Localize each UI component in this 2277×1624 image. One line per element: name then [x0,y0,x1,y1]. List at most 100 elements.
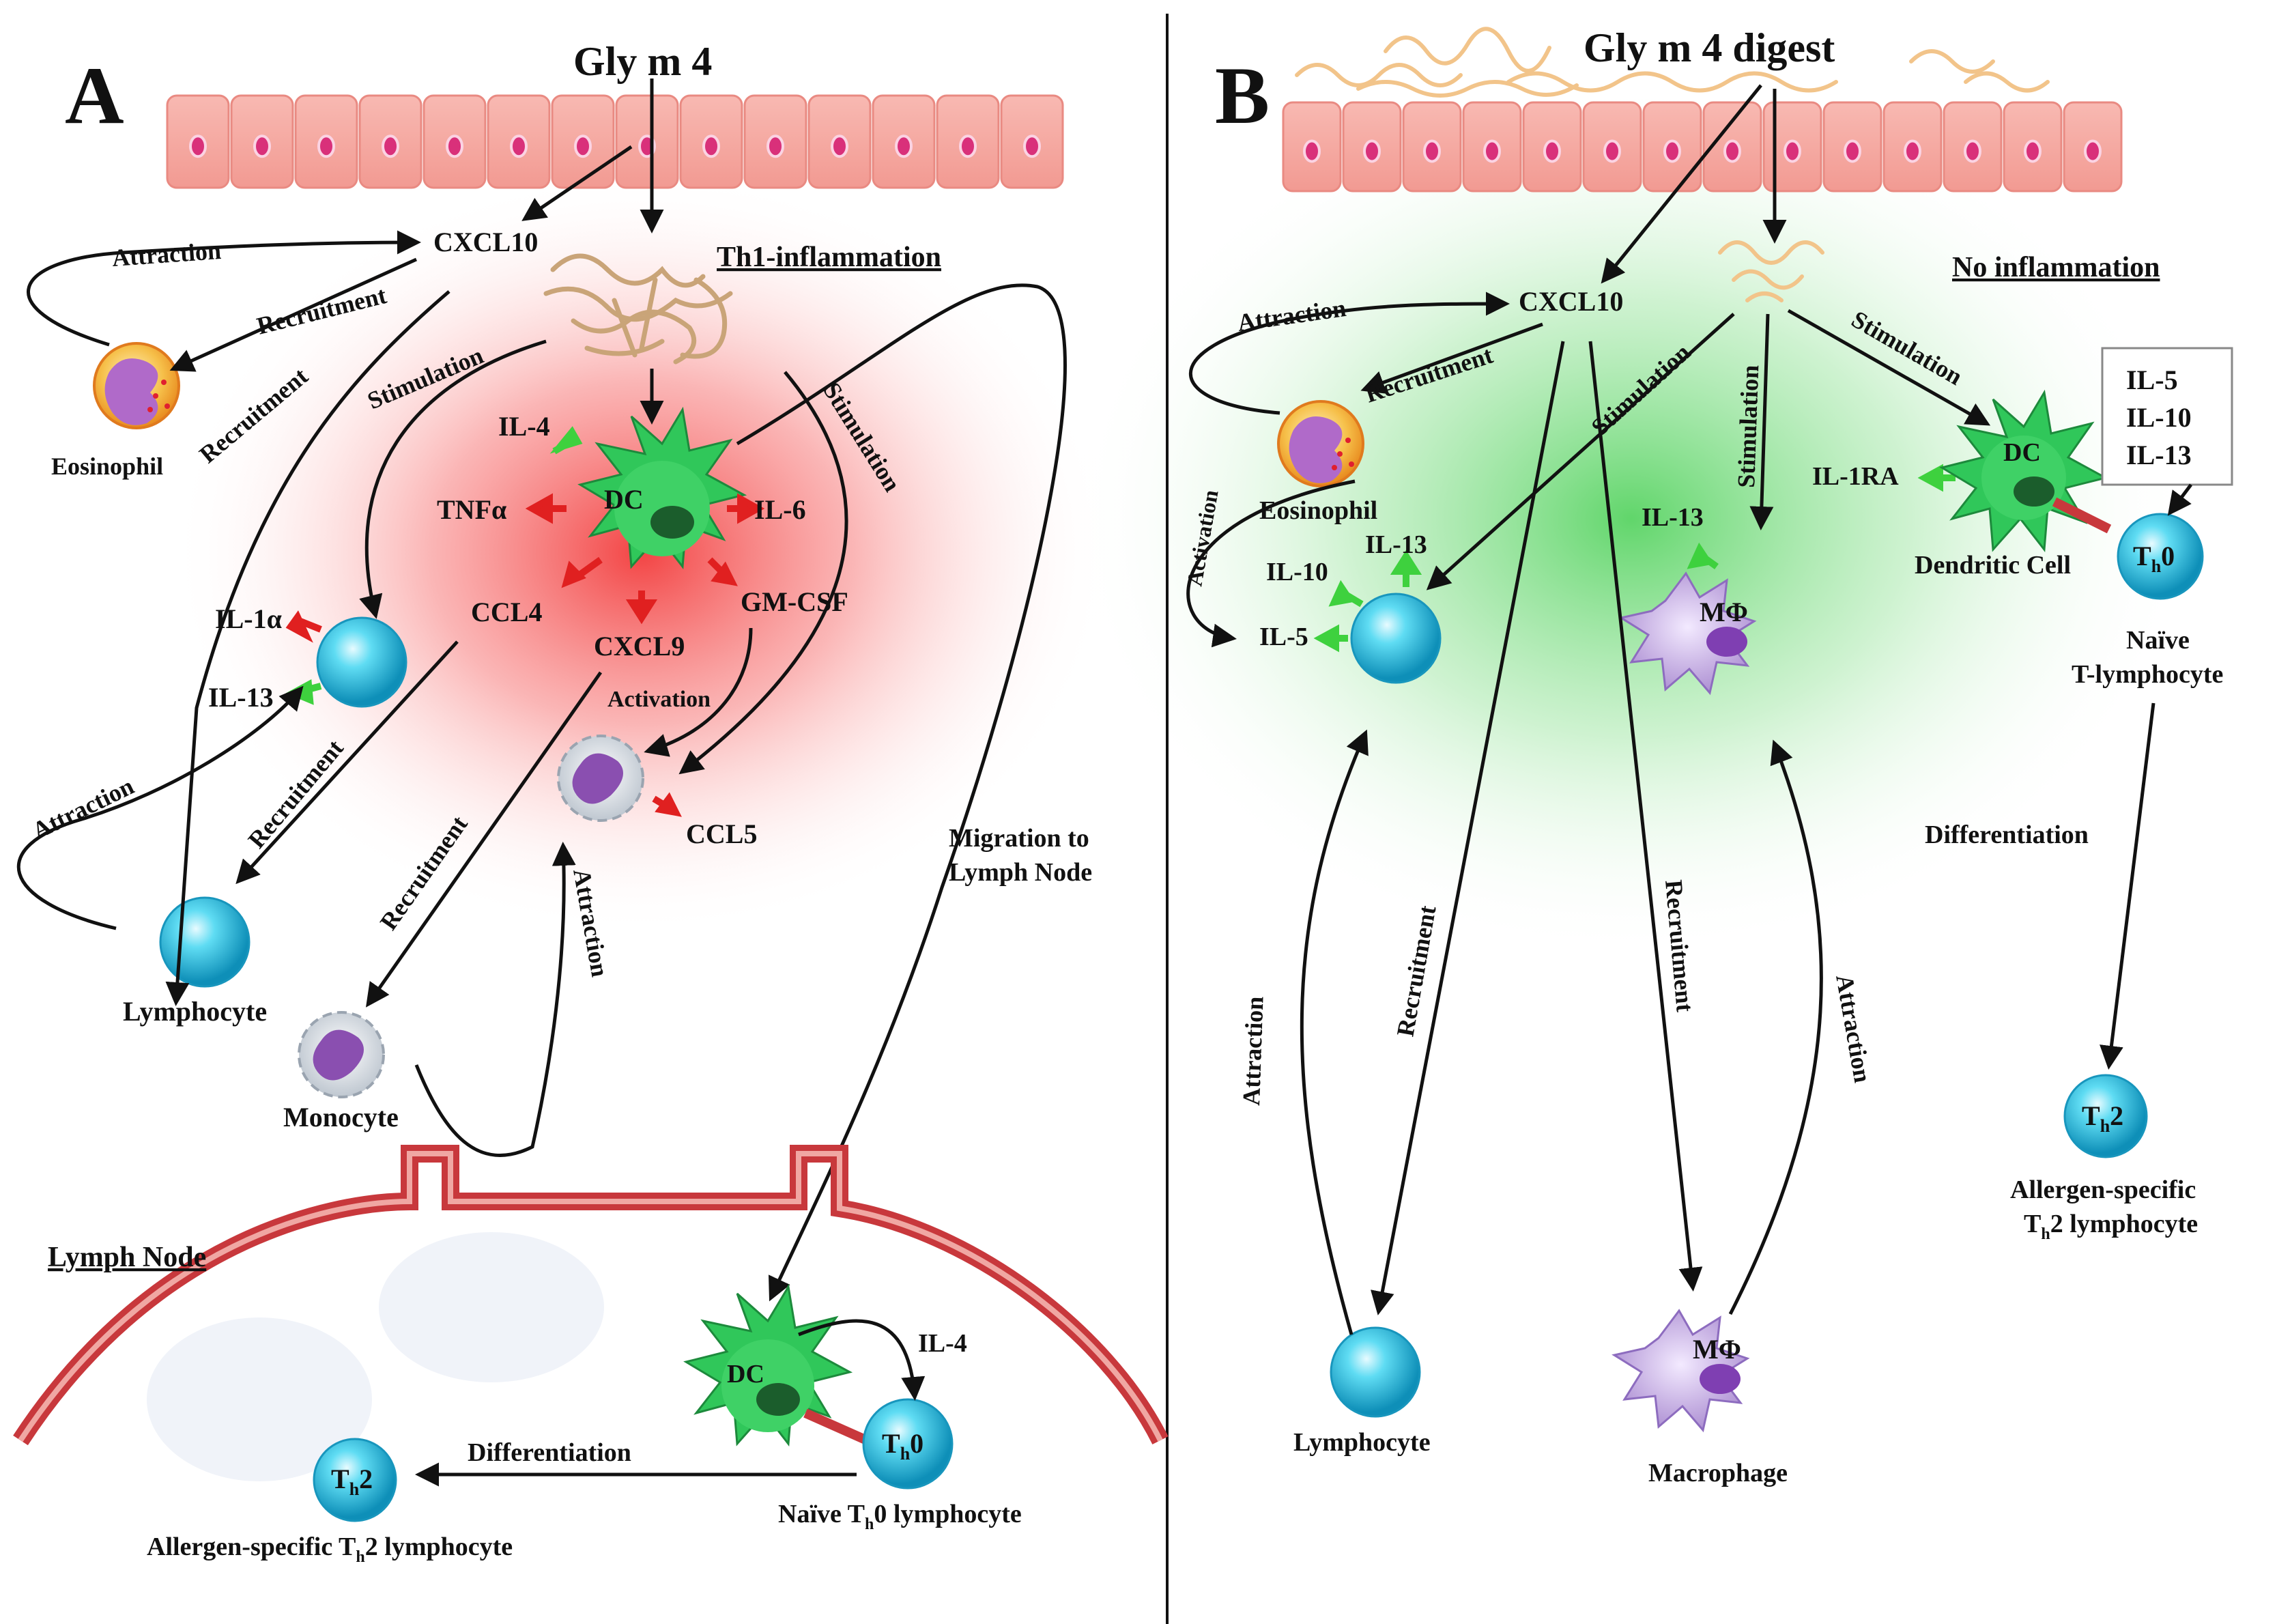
peptide-fragments-icon [1295,27,2050,302]
eosinophil-label: Eosinophil [1259,496,1377,525]
cell-nucleus [1483,139,1501,163]
il1ra-label: IL-1RA [1812,462,1899,491]
cytokine-box-item: IL-10 [2126,402,2192,433]
il13-label: IL-13 [208,682,274,713]
lymphocyte-label: Lymphocyte [123,996,267,1027]
il13-label: IL-13 [1365,530,1427,559]
cell-nucleus [1723,139,1741,163]
cell-nucleus [2084,139,2102,163]
cytokine-box-item: IL-13 [2126,440,2192,470]
panel-b: B Gly m 4 digest No inflammation CXCL10 … [1182,25,2233,1487]
attraction-label: Attraction [1237,996,1269,1106]
dc-label: DC [604,484,644,515]
attraction-label: Attraction [28,772,138,844]
lymph-node [13,1145,1169,1481]
epithelium-layer [166,94,1064,189]
cell-nucleus [959,134,977,158]
macrophage-cell-icon [1612,1309,1750,1433]
ccl4-label: CCL4 [471,597,542,627]
lymphocyte-label: Lymphocyte [1293,1428,1431,1457]
activation-label: Activation [607,687,711,712]
panel-b-arrows [1186,84,2192,1335]
panel-a-title: Gly m 4 [573,39,712,84]
cell-nucleus [895,134,913,158]
cxcl10-label: CXCL10 [433,227,538,257]
attraction-label: Attraction [111,237,222,272]
allergen-th2-label: Allergen-specific Th2 lymphocyte [147,1533,513,1566]
eosinophil-label: Eosinophil [51,453,163,480]
attraction-label: Attraction [1831,972,1876,1084]
cell-nucleus [574,134,592,158]
il4-label: IL-4 [918,1329,967,1358]
lymph-node-dc-label: DC [727,1360,764,1388]
cytokine-arrows [285,426,765,817]
t-lymphocyte-label: T-lymphocyte [2072,660,2223,689]
cell-nucleus [510,134,528,158]
dendritic-cell-icon [1939,389,2112,552]
cell-nucleus [1303,139,1321,163]
activated-monocyte-icon [557,735,644,822]
eosinophil-cell-icon [1277,400,1364,487]
cell-nucleus [1784,139,1801,163]
cell-nucleus [702,134,720,158]
cell-nucleus [253,134,271,158]
cell-nucleus [1844,139,1861,163]
panel-a-heading: Th1-inflammation [717,242,941,273]
il5-label: IL-5 [1259,623,1308,651]
cell-nucleus [2024,139,2042,163]
cell-nucleus [189,134,207,158]
stimulation-label: Stimulation [1732,365,1764,488]
mphi-label: MΦ [1693,1334,1741,1365]
panel-b-letter: B [1215,50,1270,141]
lymphocyte-cell-icon [1350,593,1442,684]
th0-label: Th0 [882,1428,923,1464]
il4-label: IL-4 [498,411,550,442]
cytokine-box [2101,347,2233,486]
th2-cell-icon [313,1438,397,1522]
th0-cell-icon [2117,513,2204,600]
panel-a-arrows [16,79,1067,1302]
dendritic-cell-label: Dendritic Cell [1915,551,2071,580]
lymph-node-label: Lymph Node [48,1242,206,1273]
lymphocyte-cell-icon [159,896,250,988]
cell-nucleus [1964,139,1981,163]
cxcl9-label: CXCL9 [594,631,685,661]
cell-nucleus [382,134,399,158]
ccl5-label: CCL5 [686,818,757,849]
dendritic-cell-icon [577,406,747,569]
cell-nucleus [1363,139,1381,163]
cell-nucleus [1543,139,1561,163]
cell-nucleus [1023,134,1041,158]
cell-nucleus [1603,139,1621,163]
protein-structure-icon [543,253,733,365]
th2-label: Th2 [331,1464,373,1499]
cytokine-arrows [1313,464,1956,653]
naive-th0-label: Naïve Th0 lymphocyte [778,1500,1022,1533]
panel-a-letter: A [65,50,124,141]
monocyte-label: Monocyte [283,1102,399,1132]
differentiation-label: Differentiation [468,1438,631,1467]
tnfa-label: TNFα [437,494,506,525]
mphi-label: MΦ [1700,597,1748,627]
cell-nucleus [767,134,784,158]
panel-b-heading: No inflammation [1952,252,2160,283]
macrophage-label: Macrophage [1648,1459,1788,1487]
cell-nucleus [1663,139,1681,163]
cell-nucleus [1423,139,1441,163]
migration-label: Migration to [949,824,1089,853]
eosinophil-cell-icon [93,342,180,429]
th2-cell-icon [2063,1074,2148,1158]
il6-label: IL-6 [754,494,806,525]
panel-b-title: Gly m 4 digest [1584,25,1835,70]
lymph-node-dendritic-cell-icon [683,1283,869,1447]
lymphocyte-cell-icon [1330,1326,1421,1418]
cell-nucleus [831,134,848,158]
migration-label: Lymph Node [949,858,1092,887]
naive-label: Naïve [2126,626,2190,655]
monocyte-cell-icon [298,1011,385,1098]
cell-nucleus [446,134,463,158]
allergen-specific-label: Allergen-specific [2010,1176,2196,1204]
cell-nucleus [317,134,335,158]
lymphocyte-cell-icon [316,616,407,708]
